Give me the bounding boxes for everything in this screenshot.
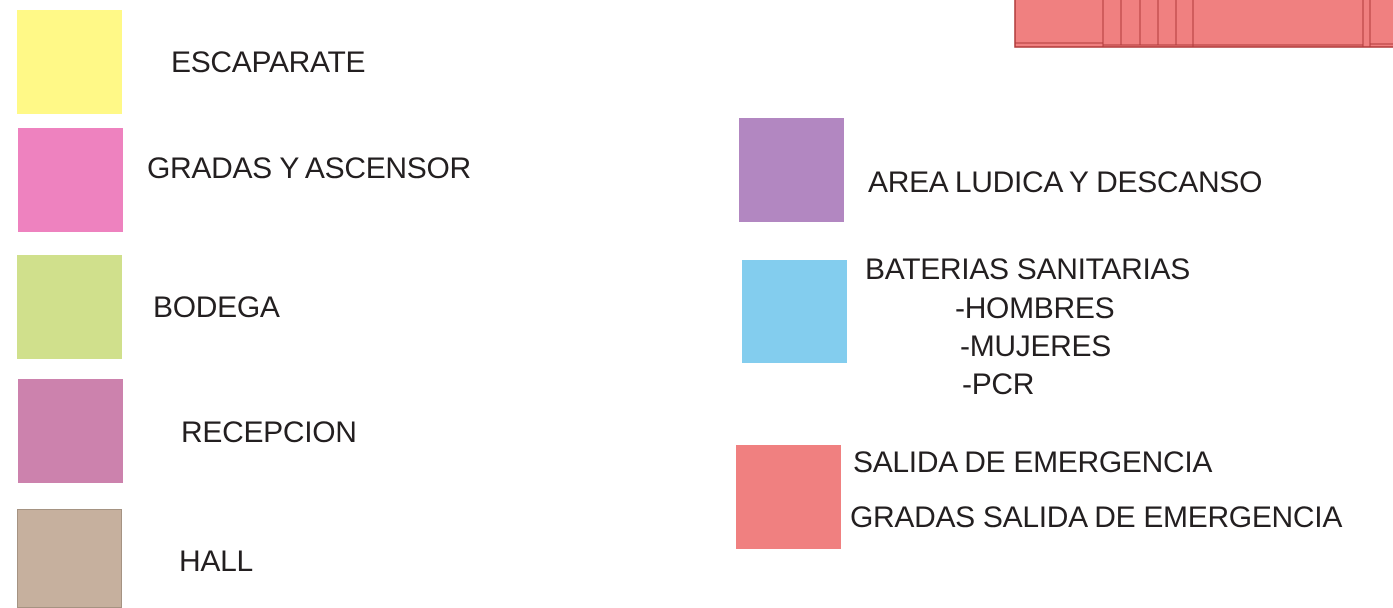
- legend-label-bodega: BODEGA: [153, 291, 280, 324]
- swatch-gradas-ascensor: [18, 128, 123, 232]
- legend-label-area-ludica: AREA LUDICA Y DESCANSO: [868, 166, 1263, 199]
- legend-label-salida-emergencia: SALIDA DE EMERGENCIA: [853, 446, 1213, 479]
- swatch-salida-emergencia: [736, 445, 841, 549]
- swatch-baterias-sanitarias: [742, 260, 847, 363]
- legend-label-gradas-ascensor: GRADAS Y ASCENSOR: [147, 152, 471, 185]
- swatch-hall: [17, 509, 122, 608]
- swatch-area-ludica: [739, 118, 844, 222]
- legend-label-recepcion: RECEPCION: [181, 416, 357, 449]
- plan-room-block: [1014, 0, 1393, 48]
- swatch-bodega: [17, 255, 122, 359]
- legend-label-baterias-sanitarias: BATERIAS SANITARIAS: [865, 253, 1190, 286]
- legend-sublabel-mujeres: -MUJERES: [960, 330, 1111, 363]
- legend-label-hall: HALL: [179, 545, 253, 578]
- legend-sublabel-pcr: -PCR: [962, 368, 1035, 401]
- legend-sublabel-hombres: -HOMBRES: [955, 292, 1115, 325]
- swatch-escaparate: [17, 10, 122, 114]
- legend-label-escaparate: ESCAPARATE: [171, 46, 366, 79]
- swatch-recepcion: [18, 379, 123, 483]
- legend-label-gradas-salida-emergencia: GRADAS SALIDA DE EMERGENCIA: [850, 501, 1343, 534]
- floor-plan-fragment: [1014, 0, 1393, 48]
